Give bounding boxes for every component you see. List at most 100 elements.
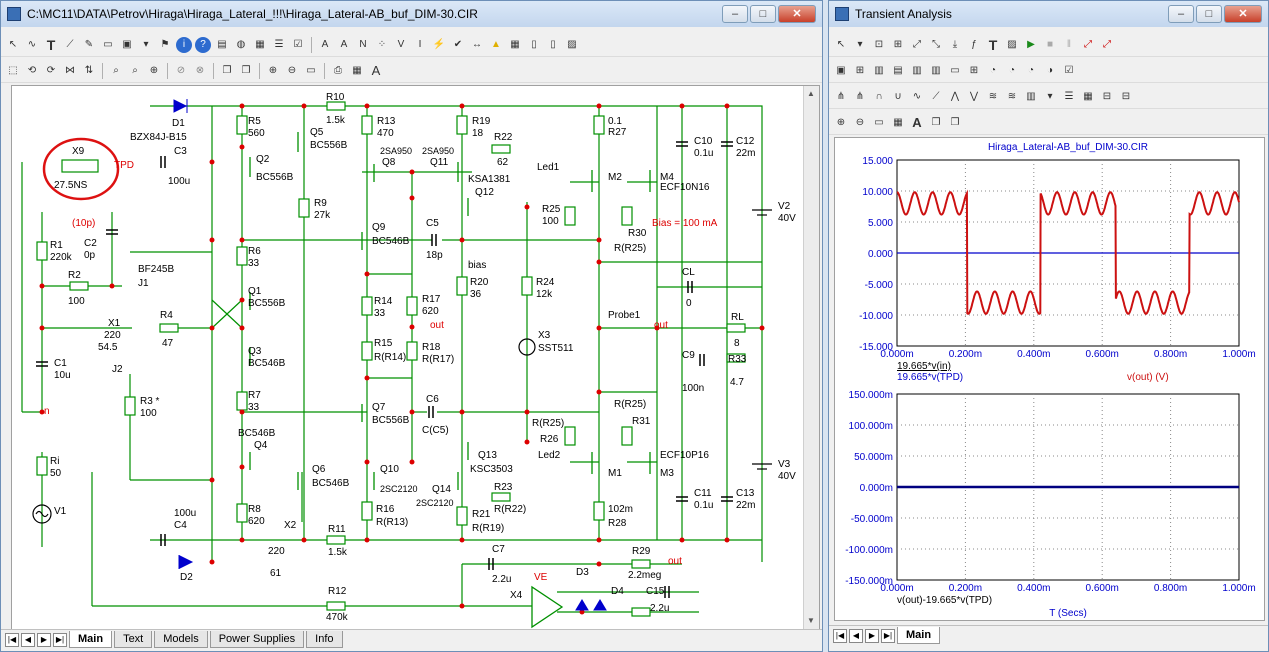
a-scale-icon[interactable]: ⊡ <box>874 38 884 50</box>
tab-models[interactable]: Models <box>154 631 208 648</box>
a-properties-icon[interactable]: ▨ <box>1007 38 1017 50</box>
a-grid-toggle-icon[interactable]: ▦ <box>893 116 903 128</box>
a-page4-icon[interactable]: ▥ <box>931 64 941 76</box>
a-first-page-icon[interactable]: |◀ <box>833 628 847 643</box>
node-number-icon[interactable]: N <box>359 38 367 50</box>
font-icon[interactable]: A <box>371 62 381 78</box>
analysis-tab-main[interactable]: Main <box>897 627 941 644</box>
a-grid1-icon[interactable]: ▣ <box>836 64 846 76</box>
a-zoom-in-icon[interactable]: ⊕ <box>836 116 846 128</box>
a-clipboard-drop-icon[interactable]: ▾ <box>1047 90 1053 102</box>
a-page2-icon[interactable]: ▤ <box>893 64 903 76</box>
pin-icon[interactable]: ✔ <box>453 38 463 50</box>
zoom-icon[interactable]: ⊕ <box>149 64 159 76</box>
a-data-icon[interactable]: ☰ <box>1064 90 1074 102</box>
flip-icon[interactable]: ⇅ <box>84 64 94 76</box>
a-peak-icon[interactable]: ⋔ <box>836 90 846 102</box>
a-step-icon[interactable]: ⤢ <box>1084 38 1092 50</box>
a-xmark-icon[interactable]: ≋ <box>988 90 998 102</box>
find-next-icon[interactable]: ⌕ <box>132 64 138 76</box>
last-page-icon[interactable]: ▶| <box>53 632 67 647</box>
component-icon[interactable]: ▣ <box>122 38 132 50</box>
help-icon[interactable]: ? <box>195 36 211 53</box>
zoom-in-icon[interactable]: ⊕ <box>268 64 278 76</box>
print-icon[interactable]: ⎙ <box>334 64 342 76</box>
a-cursor1-icon[interactable]: ◔ <box>989 64 997 76</box>
power-icon[interactable]: ⚡ <box>432 38 446 50</box>
flag-icon[interactable]: ⚑ <box>160 38 170 50</box>
tab-power-supplies[interactable]: Power Supplies <box>209 631 305 648</box>
list-icon[interactable]: ☰ <box>274 38 284 50</box>
attr-value-icon[interactable]: A <box>340 38 348 50</box>
a-tokens-icon[interactable]: ⊞ <box>969 64 979 76</box>
close-button[interactable]: ✕ <box>778 5 816 23</box>
first-page-icon[interactable]: |◀ <box>5 632 19 647</box>
a-slope-icon[interactable]: ⟋ <box>932 90 940 102</box>
monitor-icon[interactable]: ▤ <box>217 38 227 50</box>
voltage-icon[interactable]: V <box>397 38 405 50</box>
warning-icon[interactable]: ▲ <box>491 38 501 50</box>
a-ymark-icon[interactable]: ≋ <box>1007 90 1017 102</box>
minimize-button[interactable]: – <box>722 5 748 23</box>
paste-icon[interactable]: ❐ <box>241 64 251 76</box>
grid-text-icon[interactable]: ⁘ <box>377 38 387 50</box>
a-zoom-out-icon[interactable]: ⊖ <box>855 116 865 128</box>
maximize-button[interactable]: □ <box>750 5 776 23</box>
a-zoom-y-icon[interactable]: ⤓ <box>952 38 958 50</box>
current-icon[interactable]: I <box>418 38 422 50</box>
a-split-icon[interactable]: ⊟ <box>1121 90 1131 102</box>
bus-tool-icon[interactable]: ▭ <box>103 38 113 50</box>
a-run-icon[interactable]: ▶ <box>1027 38 1035 50</box>
rotate-back-icon[interactable]: ⟳ <box>46 64 56 76</box>
a-formula-icon[interactable]: ƒ <box>971 38 977 50</box>
globe-icon[interactable]: ◍ <box>236 38 246 50</box>
a-clipboard-icon[interactable]: ▥ <box>1026 90 1036 102</box>
schematic-vscrollbar[interactable]: ▲ ▼ <box>803 86 819 629</box>
a-font-icon[interactable]: A <box>912 114 922 130</box>
pencil-icon[interactable]: ✎ <box>84 38 94 50</box>
analysis-titlebar[interactable]: Transient Analysis – □ ✕ <box>829 1 1268 27</box>
select-tool-icon[interactable]: ↖ <box>8 38 18 50</box>
tab-info[interactable]: Info <box>306 631 343 648</box>
a-inflect-icon[interactable]: ∿ <box>912 90 922 102</box>
dropdown-icon[interactable]: ▾ <box>143 38 149 50</box>
tab-text[interactable]: Text <box>114 631 153 648</box>
a-cursor3-icon[interactable]: ◔ <box>1027 64 1035 76</box>
a-select-icon[interactable]: ↖ <box>836 38 846 50</box>
page-icon[interactable]: ▯ <box>531 38 537 50</box>
grid-icon[interactable]: ▦ <box>510 38 520 50</box>
a-last-page-icon[interactable]: ▶| <box>881 628 895 643</box>
zoom-fit-icon[interactable]: ▭ <box>306 64 316 76</box>
analysis-minimize-button[interactable]: – <box>1168 5 1194 23</box>
a-fit-icon[interactable]: ⊟ <box>1102 90 1112 102</box>
a-autoscale-icon[interactable]: ⊞ <box>893 38 903 50</box>
select-box-icon[interactable]: ⬚ <box>8 64 18 76</box>
a-zoom-box-icon[interactable]: ⤢ <box>913 38 921 50</box>
a-numeric-icon[interactable]: ▦ <box>1083 90 1093 102</box>
a-zoom-fit-icon[interactable]: ▭ <box>874 116 884 128</box>
a-grid2-icon[interactable]: ⊞ <box>855 64 865 76</box>
wire-tool-icon[interactable]: ∿ <box>27 38 37 50</box>
rotate-icon[interactable]: ⟲ <box>27 64 37 76</box>
attr-text-icon[interactable]: A <box>321 38 329 50</box>
a-edit-icon[interactable]: ☑ <box>1064 64 1074 76</box>
a-stepping-icon[interactable]: ⤢ <box>1103 38 1111 50</box>
a-stop-icon[interactable]: ■ <box>1046 38 1054 50</box>
a-prev-page-icon[interactable]: ◀ <box>849 628 863 643</box>
analysis-close-button[interactable]: ✕ <box>1224 5 1262 23</box>
info-icon[interactable]: i <box>176 36 192 53</box>
line-tool-icon[interactable]: ⟋ <box>66 38 74 50</box>
a-low-icon[interactable]: ∪ <box>894 90 902 102</box>
mirror-icon[interactable]: ⋈ <box>65 64 75 76</box>
a-page3-icon[interactable]: ▥ <box>912 64 922 76</box>
a-page1-icon[interactable]: ▥ <box>874 64 884 76</box>
page-copy-icon[interactable]: ▯ <box>550 38 556 50</box>
a-dropdown-icon[interactable]: ▾ <box>857 38 863 50</box>
a-global-low-icon[interactable]: ⋁ <box>969 90 979 102</box>
cancel-icon[interactable]: ⊗ <box>195 64 205 76</box>
a-high-icon[interactable]: ∩ <box>875 90 883 102</box>
a-zoom-x-icon[interactable]: ⤡ <box>932 38 940 50</box>
arrows-icon[interactable]: ↔ <box>472 38 482 50</box>
a-cursor4-icon[interactable]: ◑ <box>1046 64 1054 76</box>
